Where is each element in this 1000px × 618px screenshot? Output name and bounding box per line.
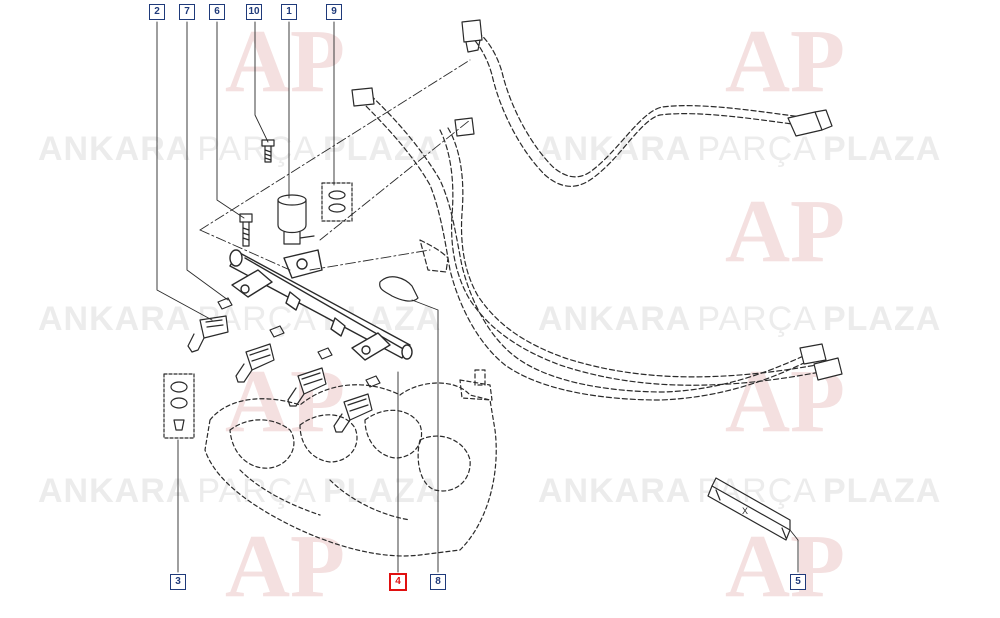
callout-6[interactable]: 6: [209, 4, 225, 20]
callout-1[interactable]: 1: [281, 4, 297, 20]
injector-2: [235, 343, 275, 383]
watermark-brand-b: PARÇA: [697, 300, 817, 338]
dimension-label: X: [742, 506, 748, 516]
watermark-brand-c: PLAZA: [822, 130, 942, 168]
injector-clips: [217, 297, 381, 388]
gasket-8: [379, 276, 419, 302]
watermark-brand-c: PLAZA: [822, 472, 942, 510]
watermark-brand-a: ANKARA: [38, 300, 192, 338]
intake-manifold: [204, 369, 497, 557]
watermark-brand-a: ANKARA: [38, 472, 192, 510]
bolt-6: [239, 213, 253, 247]
watermark-brand-c: PLAZA: [322, 130, 442, 168]
callout-2[interactable]: 2: [149, 4, 165, 20]
o-ring-kit-3: [163, 373, 195, 439]
hose-clip-mid: [454, 117, 475, 137]
fuel-rail-diagram: X: [156, 19, 843, 573]
watermark-brand-c: PLAZA: [822, 300, 942, 338]
watermark-brand-a: ANKARA: [538, 130, 692, 168]
fuel-rail: [229, 249, 413, 361]
seal-kit-9: [321, 182, 353, 222]
callout-4-selected[interactable]: 4: [389, 573, 407, 591]
watermark-brand-a: ANKARA: [38, 130, 192, 168]
dimension-gauge: [707, 477, 791, 541]
watermark-logo: AP: [725, 182, 845, 281]
callout-3[interactable]: 3: [170, 574, 186, 590]
bolt-10: [261, 139, 275, 163]
callout-9[interactable]: 9: [326, 4, 342, 20]
watermark-brand-a: ANKARA: [538, 472, 692, 510]
watermark-logo: AP: [225, 12, 345, 111]
callout-8[interactable]: 8: [430, 574, 446, 590]
fuel-hoses: [354, 31, 823, 401]
guide-lines: [199, 59, 471, 271]
hose-clip-left: [351, 87, 375, 107]
watermark-brand-a: ANKARA: [538, 300, 692, 338]
hose-connector-top: [461, 19, 483, 53]
pressure-regulator: [277, 194, 315, 245]
leader-lines: [156, 21, 799, 573]
watermark-brand-b: PARÇA: [197, 472, 317, 510]
hose-connector-right-top: [787, 109, 833, 137]
injector-1: [187, 315, 229, 353]
hose-connector-right-bottom-a: [799, 343, 827, 365]
callout-7[interactable]: 7: [179, 4, 195, 20]
callout-10[interactable]: 10: [246, 4, 262, 20]
callout-5[interactable]: 5: [790, 574, 806, 590]
hose-connector-right-bottom-b: [813, 357, 843, 381]
watermark-logo: AP: [725, 12, 845, 111]
injector-4: [333, 393, 373, 433]
injector-3: [287, 367, 327, 407]
